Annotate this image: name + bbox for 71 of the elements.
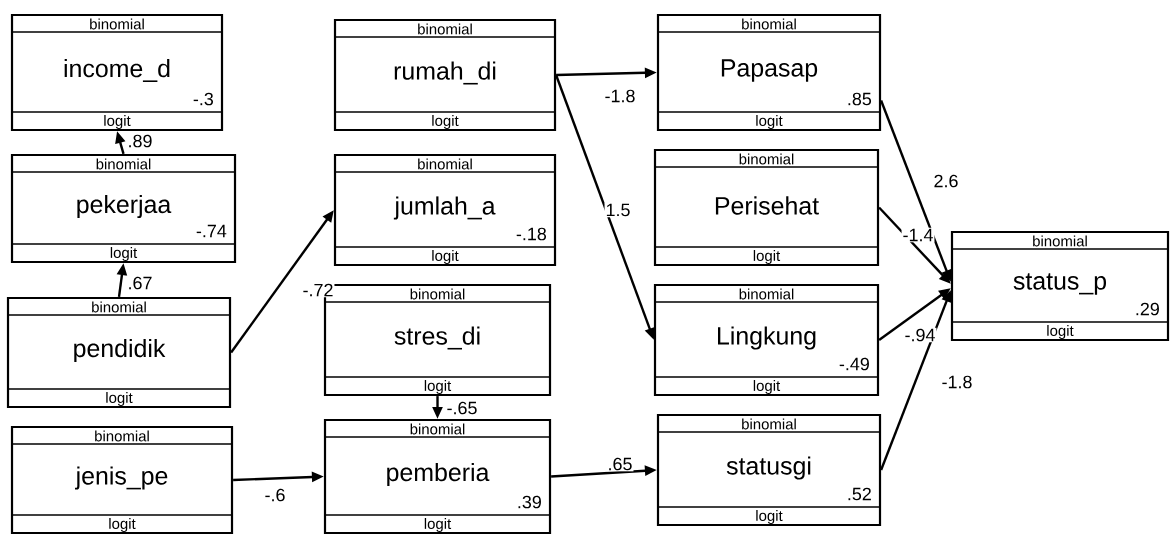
edge-label: .67	[126, 275, 154, 291]
link-label: logit	[106, 392, 133, 406]
family-label: binomial	[410, 423, 465, 435]
family-label: binomial	[410, 288, 465, 300]
edge-label: .89	[126, 133, 154, 149]
variable-box	[333, 18, 557, 132]
link-label: logit	[109, 518, 136, 532]
link-label: logit	[753, 250, 781, 264]
variable-box	[10, 425, 234, 534]
variable-box	[6, 296, 232, 409]
edge-label: .65	[606, 456, 634, 472]
variable-name: stres_di	[394, 326, 480, 350]
variable-box	[950, 230, 1170, 342]
family-label: binomial	[742, 418, 796, 430]
variable-box	[653, 283, 880, 397]
variable-box	[323, 418, 552, 534]
link-label: logit	[432, 115, 459, 129]
link-label: logit	[753, 380, 781, 394]
variable-name: jenis_pe	[75, 466, 168, 490]
intercept-value: -.3	[193, 92, 214, 106]
family-label: binomial	[96, 158, 151, 170]
edge-label: -.65	[445, 400, 479, 416]
edge-label: -.72	[301, 282, 335, 298]
family-label: binomial	[739, 288, 794, 300]
link-label: logit	[104, 115, 131, 129]
link-label: logit	[1047, 325, 1074, 339]
intercept-value: -.49	[839, 357, 869, 371]
variable-box	[10, 13, 224, 132]
family-label: binomial	[1033, 235, 1087, 247]
link-label: logit	[432, 250, 459, 264]
family-label: binomial	[92, 301, 146, 313]
variable-name: Papasap	[721, 59, 818, 82]
variable-box	[333, 153, 557, 267]
edge-label: 2.6	[932, 173, 960, 189]
link-label: logit	[110, 247, 138, 261]
variable-name: pekerjaa	[77, 194, 172, 219]
edge-label: -.94	[903, 327, 937, 343]
family-label: binomial	[742, 18, 796, 30]
link-label: logit	[424, 518, 452, 532]
family-label: binomial	[418, 158, 472, 170]
family-label: binomial	[418, 23, 472, 35]
link-label: logit	[756, 115, 783, 129]
intercept-value: .85	[848, 92, 872, 106]
variable-name: pendidik	[74, 338, 166, 363]
variable-box	[10, 153, 237, 264]
edge-label: -.6	[263, 487, 287, 503]
variable-name: income_d	[64, 59, 170, 82]
variable-name: Perisehat	[715, 196, 819, 215]
intercept-value: .39	[518, 495, 541, 509]
intercept-value: .52	[848, 487, 871, 501]
family-label: binomial	[95, 430, 149, 442]
variable-name: rumah_di	[394, 61, 496, 85]
intercept-value: -.74	[196, 224, 227, 238]
edge-label: -1.4	[901, 227, 935, 243]
variable-name: jumlah_a	[393, 196, 496, 220]
link-label: logit	[756, 510, 783, 524]
variable-box	[656, 13, 882, 132]
variable-name: statusgi	[726, 456, 811, 480]
variable-name: Lingkung	[718, 326, 816, 350]
intercept-value: -.18	[516, 227, 547, 241]
variable-name: pemberia	[387, 462, 490, 487]
intercept-value: .29	[1136, 302, 1159, 316]
edge-label: -1.8	[940, 374, 974, 390]
family-label: binomial	[90, 18, 144, 30]
variable-name: status_p	[1013, 273, 1107, 295]
edge-label: 1.5	[604, 202, 632, 218]
link-label: logit	[424, 380, 452, 394]
variable-box	[656, 413, 882, 527]
family-label: binomial	[739, 153, 794, 165]
edge-label: -1.8	[603, 88, 637, 104]
variable-box	[653, 148, 880, 267]
